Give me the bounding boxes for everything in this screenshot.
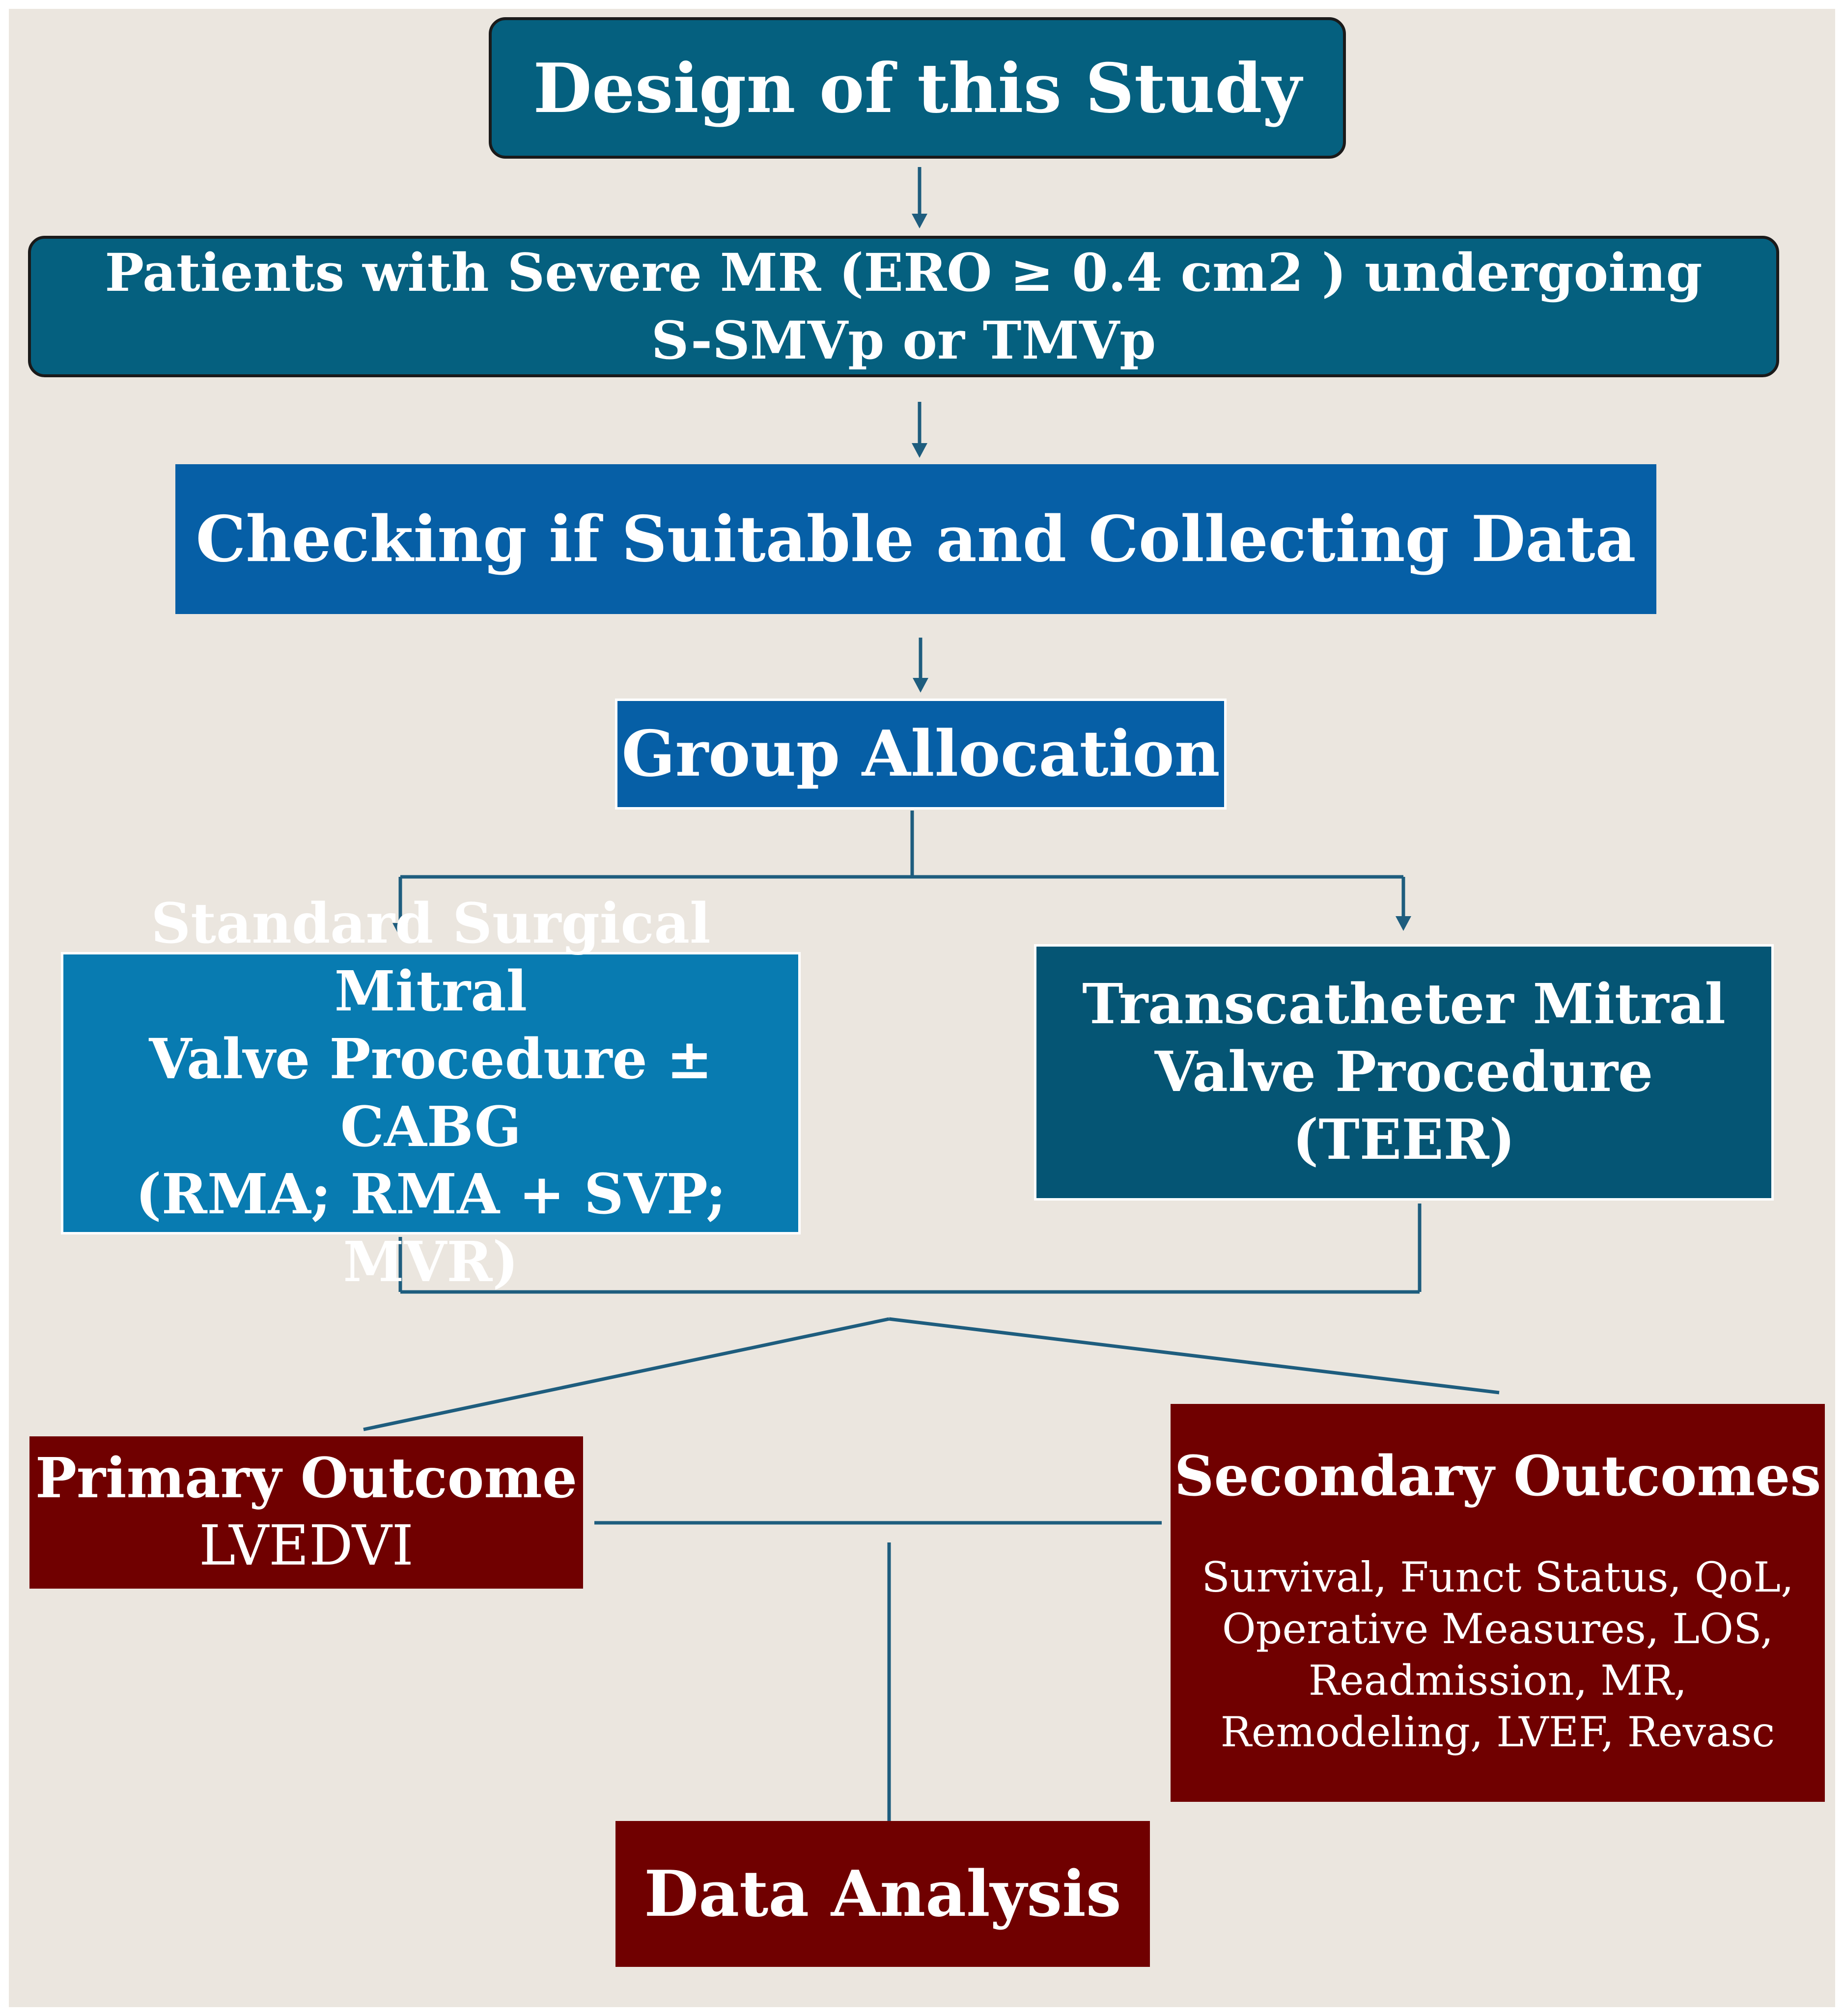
diagonal-to-secondary [889, 1317, 1500, 1395]
transcatheter-line-3: (TEER) [1292, 1107, 1515, 1172]
arrowhead-left [392, 923, 408, 938]
arrowhead-right [1396, 916, 1411, 931]
group-allocation-box: Group Allocation [615, 699, 1227, 810]
transcatheter-procedure-box: Transcatheter Mitral Valve Procedure (TE… [1034, 944, 1774, 1201]
patients-line-1: Patients with Severe MR (ERO ≥ 0.4 cm2 )… [105, 242, 1703, 304]
arrowhead-2 [912, 443, 927, 458]
primary-outcome-value: LVEDVI [199, 1514, 414, 1578]
group-allocation-label: Group Allocation [621, 717, 1220, 791]
checking-label: Checking if Suitable and Collecting Data [196, 502, 1636, 576]
surgical-line-2: Valve Procedure ± CABG [149, 1027, 713, 1159]
surgical-procedure-box: Standard Surgical Mitral Valve Procedure… [61, 892, 801, 1294]
primary-outcome-title: Primary Outcome [35, 1446, 578, 1511]
arrowhead-1 [912, 214, 927, 228]
study-design-title-box: Design of this Study [489, 17, 1346, 159]
patients-line-2: S-SMVp or TMVp [651, 309, 1156, 371]
secondary-line-3: Readmission, MR, [1308, 1656, 1687, 1705]
study-design-title: Design of this Study [533, 48, 1302, 128]
secondary-line-1: Survival, Funct Status, QoL, [1201, 1553, 1794, 1601]
secondary-outcomes-title: Secondary Outcomes [1174, 1444, 1821, 1509]
arrowhead-3 [913, 678, 928, 693]
transcatheter-line-1: Transcatheter Mitral [1082, 972, 1726, 1037]
checking-box: Checking if Suitable and Collecting Data [175, 464, 1656, 614]
secondary-line-2: Operative Measures, LOS, [1222, 1605, 1774, 1653]
transcatheter-line-2: Valve Procedure [1154, 1040, 1653, 1105]
data-analysis-label: Data Analysis [644, 1857, 1121, 1931]
diagonal-to-primary [363, 1317, 890, 1431]
surgical-line-3: (RMA; RMA + SVP; [135, 1162, 726, 1227]
surgical-line-1: Standard Surgical Mitral [151, 892, 711, 1024]
secondary-outcomes-box: Secondary Outcomes Survival, Funct Statu… [1171, 1404, 1825, 1802]
data-analysis-box: Data Analysis [615, 1821, 1150, 1967]
patients-box: Patients with Severe MR (ERO ≥ 0.4 cm2 )… [28, 236, 1779, 377]
secondary-outcomes-list: Survival, Funct Status, QoL, Operative M… [1201, 1552, 1794, 1758]
secondary-line-4: Remodeling, LVEF, Revasc [1220, 1708, 1775, 1756]
surgical-line-4: MVR) [343, 1230, 519, 1294]
primary-outcome-box: Primary Outcome LVEDVI [29, 1436, 583, 1589]
